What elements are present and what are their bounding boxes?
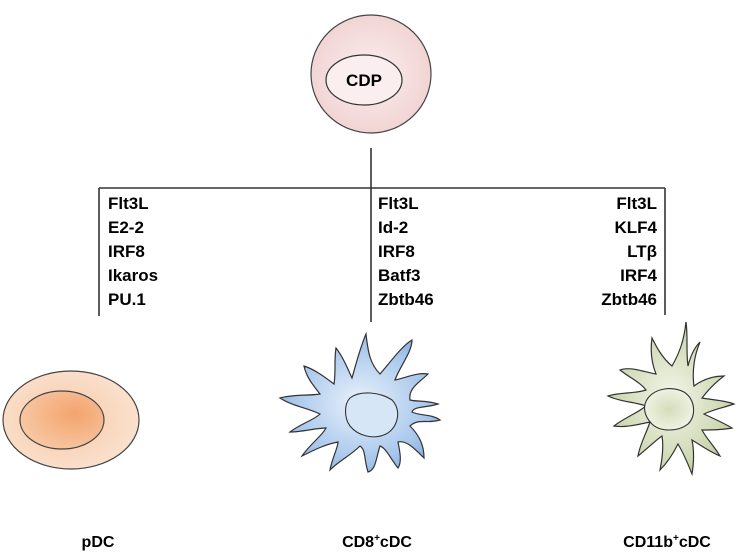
cdp-label: CDP	[346, 71, 382, 90]
pdc-factor: E2-2	[108, 218, 144, 237]
cd11b-dendritic-cell	[606, 321, 736, 477]
pdc-factor-list: Flt3L E2-2 IRF8 Ikaros PU.1	[108, 194, 158, 309]
cd11b-label-sup: +	[673, 533, 679, 544]
cdp-cell: CDP	[310, 14, 432, 134]
cd11b-cdc-label: CD11b+cDC	[623, 533, 711, 551]
cd11b-factor: IRF4	[620, 266, 657, 285]
cd8-factor: IRF8	[378, 242, 415, 261]
pdc-factor: PU.1	[108, 290, 146, 309]
lineage-tree	[98, 148, 666, 322]
cd11b-factor: KLF4	[615, 218, 658, 237]
cd8-factor: Zbtb46	[378, 290, 434, 309]
cd11b-factor: Flt3L	[616, 194, 657, 213]
cd8-factor-list: Flt3L Id-2 IRF8 Batf3 Zbtb46	[378, 194, 434, 309]
cd11b-factor: Zbtb46	[601, 290, 657, 309]
cd8-label-sup: +	[374, 533, 380, 544]
pdc-label: pDC	[82, 534, 115, 551]
cd11b-nucleus	[643, 388, 695, 431]
cd8-factor: Flt3L	[378, 194, 419, 213]
cd11b-factor-list: Flt3L KLF4 LTβ IRF4 Zbtb46	[601, 194, 657, 309]
cd8-label-suffix: cDC	[380, 534, 412, 551]
cd11b-factor: LTβ	[627, 242, 657, 261]
cd8-factor: Batf3	[378, 266, 421, 285]
cd11b-label-main: CD11b	[623, 534, 673, 551]
cdp-nucleus	[325, 54, 403, 106]
cd8-nucleus	[344, 392, 399, 438]
pdc-factor: Flt3L	[108, 194, 149, 213]
cd8-dendritic-cell	[278, 331, 442, 473]
pdc-nucleus	[19, 390, 105, 450]
cd8-factor: Id-2	[378, 218, 408, 237]
cd8-cdc-label: CD8+cDC	[342, 533, 412, 551]
pdc-factor: Ikaros	[108, 266, 158, 285]
pdc-factor: IRF8	[108, 242, 145, 261]
cd8-label-main: CD8	[342, 534, 374, 551]
pdc-cell	[2, 370, 140, 470]
cd11b-label-suffix: cDC	[679, 534, 711, 551]
